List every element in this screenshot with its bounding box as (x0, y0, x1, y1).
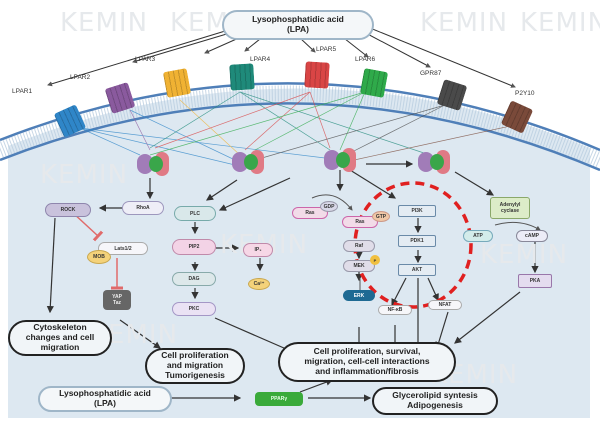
yap-label: YAP (112, 294, 122, 300)
atp-camp-arrow (494, 221, 541, 231)
node-raf: Raf (343, 240, 375, 252)
outcome-line: and migration (166, 360, 224, 371)
node-rhoa: RhoA (122, 201, 164, 215)
lpa-title-line1: Lysophosphatidic acid (252, 14, 344, 25)
outcome-line: Cell proliferation (161, 350, 229, 361)
outcome-line: and inflammation/fibrosis (315, 365, 419, 376)
node-ras-gtp: Ras (342, 216, 378, 228)
node-nfkb: NF-κB (378, 305, 412, 315)
receptor-label-lpar4: LPAR4 (250, 56, 271, 63)
receptor-lpar4 (229, 63, 255, 91)
receptor-label-gpr87: GPR87 (420, 70, 442, 77)
membrane-inner (0, 102, 600, 172)
receptor-label-lpar3: LPAR3 (135, 56, 156, 63)
node-lats: Lats1/2 (98, 242, 148, 255)
pathway-arrows (46, 160, 539, 402)
node-mek: MEK (343, 260, 375, 272)
node-ca: Ca²⁺ (248, 278, 270, 290)
node-dag: DAG (172, 272, 216, 286)
lpa-bottom-box: Lysophosphatidic acid(LPA) (38, 386, 172, 412)
node-phospho: P (370, 255, 380, 265)
receptor-gprotein-arrows (79, 91, 516, 166)
node-ppar-gamma: PPARγ (255, 392, 303, 406)
receptor-label-lpar5: LPAR5 (316, 46, 337, 53)
node-camp: cAMP (516, 230, 548, 242)
node-nfat: NFAT (428, 300, 462, 310)
outcome-line: migration, cell-cell interactions (304, 356, 430, 367)
g-beta-subunit (244, 154, 258, 170)
outcome-line: Tumorigenesis (165, 369, 225, 380)
node-pdk1: PDK1 (398, 235, 436, 247)
g-beta-subunit (430, 154, 444, 170)
adenylyl-label: Adenylyl (499, 202, 521, 208)
node-pka: PKA (518, 274, 552, 288)
g-beta-subunit (336, 152, 350, 168)
node-rock: ROCK (45, 203, 91, 217)
receptor-label-lpar1: LPAR1 (12, 88, 33, 95)
node-erk: ERK (343, 290, 375, 301)
node-gtp: GTP (372, 211, 390, 222)
taz-label: Taz (113, 300, 121, 306)
cyclase-label: cyclase (500, 208, 520, 214)
receptor-label-lpar2: LPAR2 (70, 74, 91, 81)
node-pip2: PIP2 (172, 239, 216, 255)
receptor-lpar3 (162, 68, 192, 98)
g-protein-complex (418, 150, 452, 174)
receptor-label-lpar6: LPAR6 (355, 56, 376, 63)
gdp-gtp-arrow (311, 194, 353, 211)
outcome-line: Glycerolipid syntesis (392, 390, 478, 401)
node-ras-gdp: Ras (292, 207, 328, 219)
receptor-lpar5 (304, 61, 330, 89)
outcome-line: Cytoskeleton (33, 322, 87, 333)
lpa-title-box: Lysophosphatidic acid(LPA) (222, 10, 374, 40)
node-mob: MOB (87, 250, 111, 264)
outcome-proliferation-survival: Cell proliferation, survival,migration, … (278, 342, 456, 382)
g-beta-subunit (149, 156, 163, 172)
g-protein-complex (324, 148, 358, 172)
node-plc: PLC (174, 206, 216, 221)
node-ip3: IP₃ (243, 243, 273, 257)
outcome-line: Cell proliferation, survival, (313, 346, 421, 357)
outcome-line: changes and cell (25, 332, 95, 343)
node-akt: AKT (398, 264, 436, 276)
lpa-receptor-arrows (47, 27, 516, 88)
g-protein-complex (137, 152, 171, 176)
node-atp: ATP (463, 230, 493, 242)
lpa-bottom-line1: Lysophosphatidic acid (59, 388, 151, 399)
g-protein-complex (232, 150, 266, 174)
node-pkc: PKC (172, 302, 216, 316)
lpa-bottom-line2: (LPA) (93, 398, 117, 408)
receptor-label-p2y10: P2Y10 (515, 90, 535, 97)
node-pi3k: PI3K (398, 205, 436, 217)
outcome-line: Adipogenesis (407, 400, 463, 410)
node-gdp: GDP (320, 201, 338, 212)
lpa-title-line2: (LPA) (286, 24, 309, 34)
receptor-lpar6 (359, 68, 389, 98)
outcome-line: migration (40, 341, 80, 352)
